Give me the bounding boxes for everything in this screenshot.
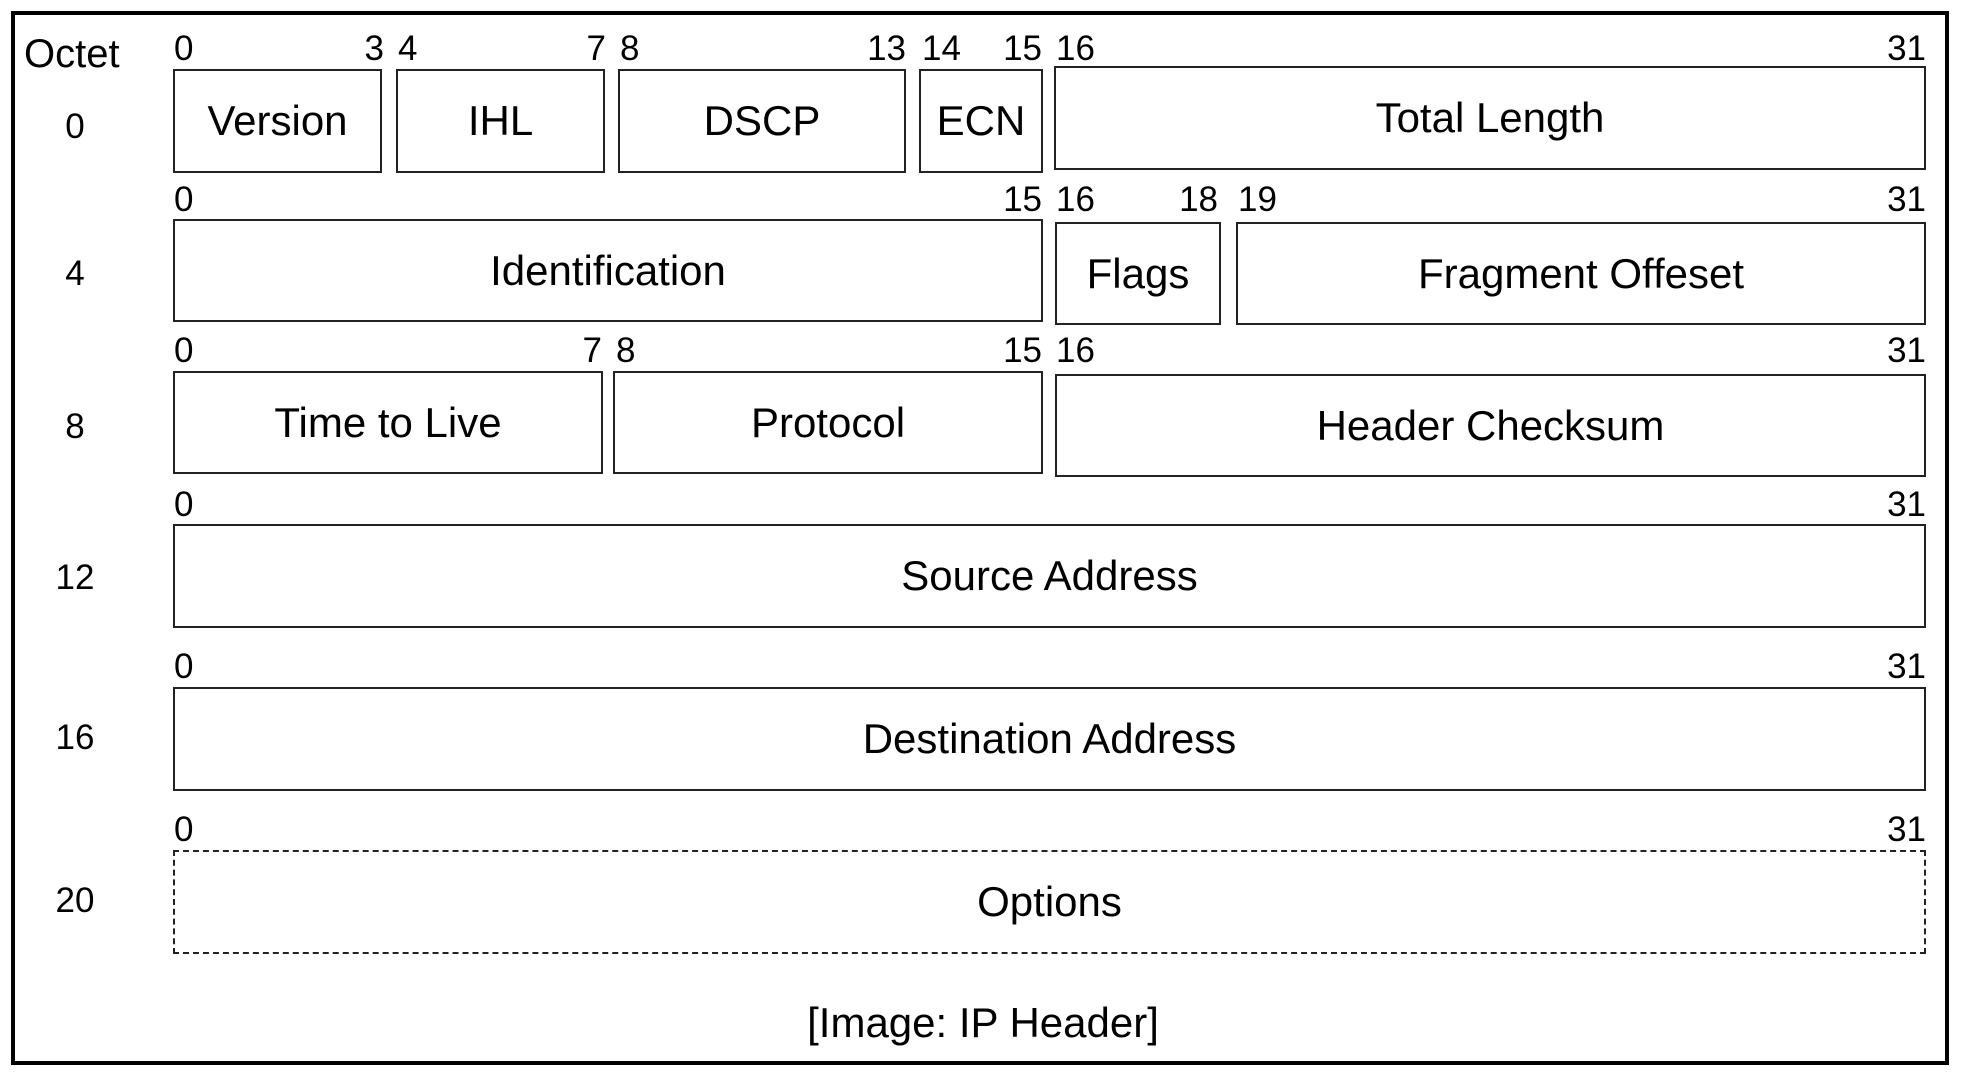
bit-end-protocol: 15: [1003, 331, 1042, 370]
bit-start-flags: 16: [1056, 180, 1095, 219]
octet-label-8: 8: [65, 407, 85, 446]
field-ihl-label: IHL: [467, 97, 534, 144]
bit-start-total-length: 16: [1056, 29, 1095, 68]
bit-start-header-checksum: 16: [1056, 331, 1095, 370]
octet-label-20: 20: [55, 881, 95, 920]
bit-start-fragment-offset: 19: [1238, 180, 1277, 219]
field-header-checksum-label: Header Checksum: [1316, 401, 1665, 449]
bit-end-destination-address: 31: [1887, 647, 1926, 686]
field-version: Version: [173, 69, 382, 173]
bit-end-ihl: 7: [586, 29, 606, 68]
field-destination-address-label: Destination Address: [862, 715, 1237, 762]
field-destination-address: Destination Address: [173, 687, 1926, 791]
field-ecn: ECN: [919, 69, 1043, 173]
bit-end-ttl: 7: [582, 331, 602, 370]
bit-start-source-address: 0: [174, 485, 194, 524]
octet-label-16: 16: [55, 718, 95, 757]
bit-start-ecn: 14: [922, 29, 961, 68]
field-source-address: Source Address: [173, 524, 1926, 628]
bit-start-ihl: 4: [398, 29, 418, 68]
field-fragment-offset: Fragment Offeset: [1236, 222, 1926, 325]
field-protocol-label: Protocol: [750, 398, 906, 446]
bit-end-identification: 15: [1003, 180, 1042, 219]
field-flags-label: Flags: [1086, 249, 1190, 297]
octet-column-header: Octet: [24, 32, 120, 76]
field-ecn-label: ECN: [936, 97, 1026, 144]
bit-end-source-address: 31: [1887, 485, 1926, 524]
field-source-address-label: Source Address: [901, 552, 1198, 599]
bit-start-ttl: 0: [174, 331, 194, 370]
field-options-label: Options: [977, 878, 1122, 925]
field-dscp-label: DSCP: [703, 97, 821, 144]
field-time-to-live-label: Time to Live: [274, 398, 502, 446]
bit-start-version: 0: [174, 29, 194, 68]
field-identification-label: Identification: [490, 246, 726, 294]
bit-end-options: 31: [1887, 810, 1926, 849]
field-dscp: DSCP: [618, 69, 906, 173]
diagram-frame: [11, 11, 1949, 1065]
bit-start-dscp: 8: [620, 29, 640, 68]
field-flags: Flags: [1055, 222, 1221, 325]
field-options: Options: [173, 850, 1926, 954]
bit-end-version: 3: [364, 29, 384, 68]
bit-end-fragment-offset: 31: [1887, 180, 1926, 219]
octet-label-4: 4: [65, 254, 85, 293]
field-time-to-live: Time to Live: [173, 371, 603, 474]
field-identification: Identification: [173, 219, 1043, 322]
field-protocol: Protocol: [613, 371, 1043, 474]
field-ihl: IHL: [396, 69, 605, 173]
field-version-label: Version: [207, 97, 348, 144]
field-fragment-offset-label: Fragment Offeset: [1417, 249, 1745, 297]
bit-end-header-checksum: 31: [1887, 331, 1926, 370]
field-header-checksum: Header Checksum: [1055, 374, 1926, 477]
bit-end-flags: 18: [1179, 180, 1218, 219]
bit-start-protocol: 8: [616, 331, 636, 370]
bit-start-destination-address: 0: [174, 647, 194, 686]
field-total-length-label: Total Length: [1375, 94, 1605, 141]
octet-label-0: 0: [65, 107, 85, 146]
figure-caption: [Image: IP Header]: [807, 999, 1159, 1046]
octet-label-12: 12: [55, 558, 95, 597]
bit-end-dscp: 13: [867, 29, 906, 68]
bit-start-identification: 0: [174, 180, 194, 219]
bit-end-ecn: 15: [1003, 29, 1042, 68]
field-total-length: Total Length: [1054, 66, 1926, 170]
bit-start-options: 0: [174, 810, 194, 849]
bit-end-total-length: 31: [1887, 29, 1926, 68]
